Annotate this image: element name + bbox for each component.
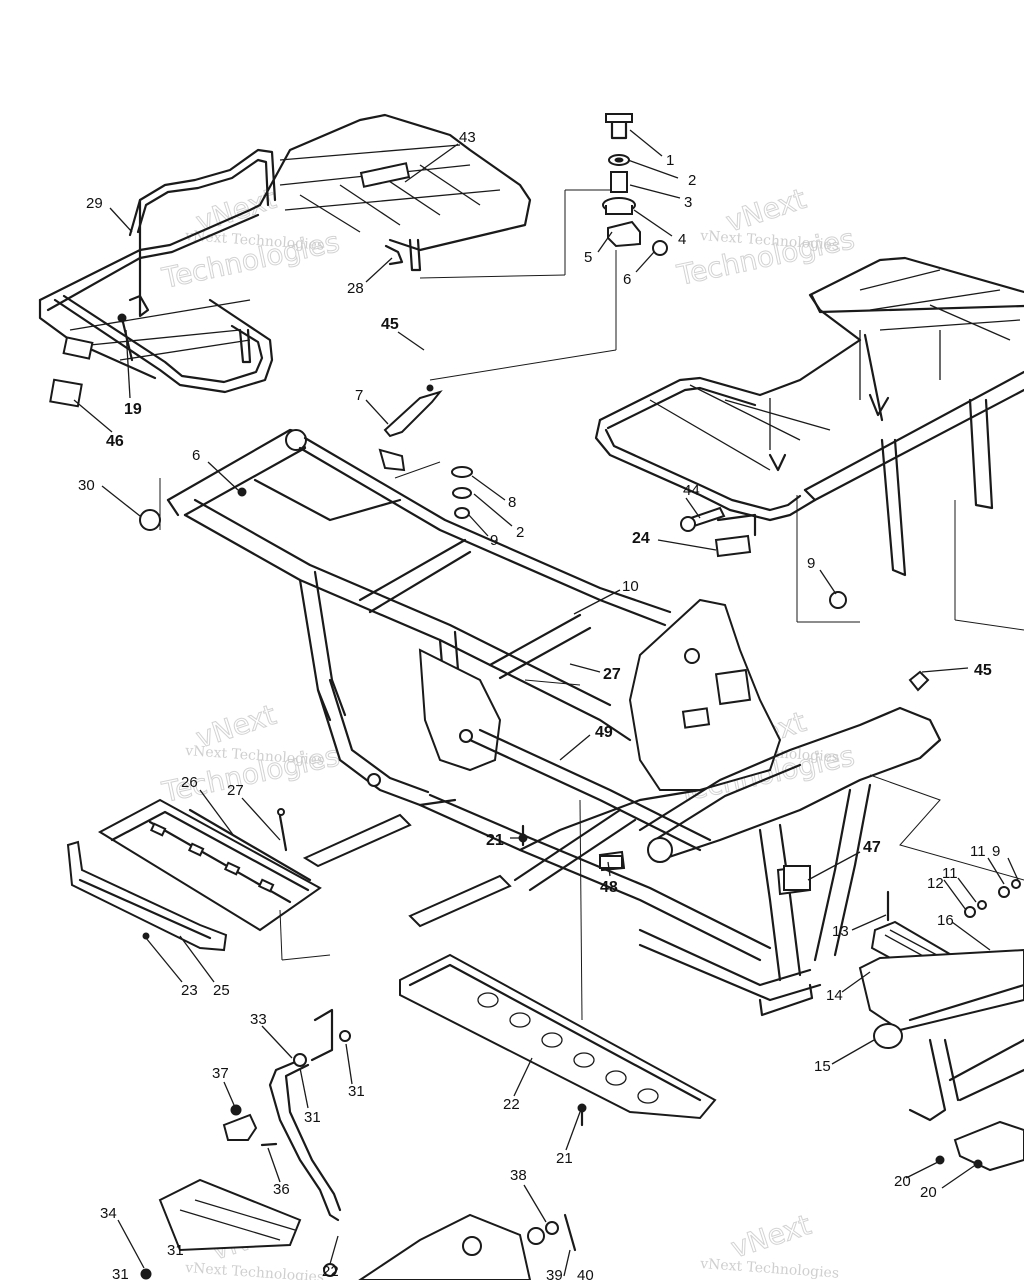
watermark-brand: vNext (727, 1208, 815, 1265)
callout-25: 25 (213, 982, 230, 999)
callout-39: 39 (546, 1267, 563, 1280)
callout-6: 6 (192, 447, 200, 464)
callout-1: 1 (666, 152, 674, 169)
callout-47: 47 (863, 839, 881, 856)
callout-21: 21 (486, 832, 504, 849)
callout-43: 43 (459, 129, 476, 146)
callout-22: 22 (322, 1263, 339, 1280)
callout-14: 14 (826, 987, 843, 1004)
callout-5: 5 (584, 249, 592, 266)
front-rack (38, 113, 532, 408)
callout-21: 21 (556, 1150, 573, 1167)
callout-34: 34 (100, 1205, 117, 1222)
callout-9: 9 (490, 532, 498, 549)
callout-31: 31 (167, 1242, 184, 1259)
callout-labels: 1 2 3 4 5 6 43 29 28 45 19 46 7 6 30 8 2… (78, 129, 1000, 1280)
callout-2: 2 (688, 172, 696, 189)
callout-28: 28 (347, 280, 364, 297)
callout-31: 31 (348, 1083, 365, 1100)
callout-13: 13 (832, 923, 849, 940)
callout-9: 9 (992, 843, 1000, 860)
callout-11: 11 (942, 865, 958, 882)
callout-11: 11 (970, 843, 986, 860)
callout-40: 40 (577, 1267, 594, 1280)
callout-45: 45 (974, 662, 992, 679)
callout-45: 45 (381, 316, 399, 333)
callout-22: 22 (503, 1096, 520, 1113)
center-skid-plate (399, 953, 717, 1127)
callout-20: 20 (920, 1184, 937, 1201)
callout-38: 38 (510, 1167, 527, 1184)
mount-hardware-stack (419, 113, 668, 381)
callout-15: 15 (814, 1058, 831, 1075)
callout-12: 12 (927, 875, 944, 892)
brake-linkage (140, 1008, 577, 1280)
callout-30: 30 (78, 477, 95, 494)
callout-36: 36 (273, 1181, 290, 1198)
callout-10: 10 (622, 578, 639, 595)
callout-24: 24 (632, 530, 650, 547)
callout-49: 49 (595, 724, 613, 741)
callout-6: 6 (623, 271, 631, 288)
callout-37: 37 (212, 1065, 229, 1082)
callout-4: 4 (678, 231, 686, 248)
callout-9: 9 (807, 555, 815, 572)
callout-31: 31 (112, 1266, 129, 1280)
watermark-text: vNext Technologies (699, 1256, 840, 1280)
callout-3: 3 (684, 194, 692, 211)
callout-2: 2 (516, 524, 524, 541)
callout-19: 19 (124, 401, 142, 418)
callout-27: 27 (227, 782, 244, 799)
main-frame (139, 384, 1024, 1021)
callout-46: 46 (106, 433, 124, 450)
callout-7: 7 (355, 387, 363, 404)
callout-44: 44 (683, 482, 700, 499)
callout-8: 8 (508, 494, 516, 511)
footrest-assembly (858, 879, 1024, 1172)
callout-26: 26 (181, 774, 198, 791)
leader-lines (73, 129, 1019, 1277)
callout-33: 33 (250, 1011, 267, 1028)
callout-27: 27 (603, 666, 621, 683)
callout-23: 23 (181, 982, 198, 999)
callout-29: 29 (86, 195, 103, 212)
callout-16: 16 (937, 912, 954, 929)
watermark-text: vNext Technologies (184, 1260, 325, 1280)
rear-rack (594, 256, 1024, 631)
callout-31: 31 (304, 1109, 321, 1126)
callout-48: 48 (600, 879, 618, 896)
front-skid-plate (66, 798, 331, 961)
callout-20: 20 (894, 1173, 911, 1190)
